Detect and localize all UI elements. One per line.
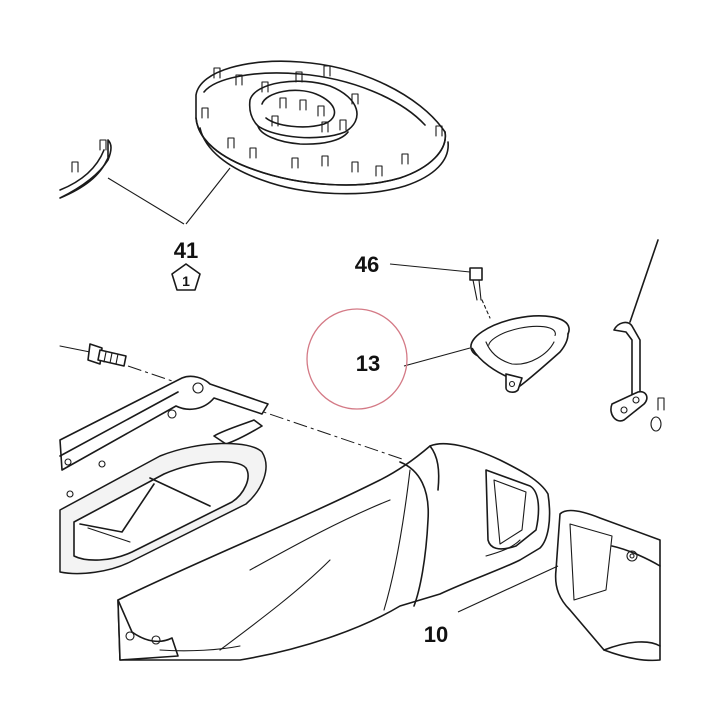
part-10-base-housing (117, 442, 551, 661)
leader-41-a (107, 177, 185, 225)
bolt-left (59, 343, 127, 367)
pentagon-badge-icon (171, 263, 201, 291)
callout-13: 13 (356, 351, 380, 376)
plate-fragment-left (59, 139, 112, 199)
callout-46: 46 (355, 252, 379, 277)
right-bracket-strap (610, 239, 665, 432)
right-rear-frame (554, 509, 661, 662)
leader-13 (403, 347, 471, 367)
leader-10 (457, 565, 559, 613)
callout-41: 41 (174, 238, 198, 263)
callout-41-sub: 1 (182, 273, 190, 289)
highlight-circle (306, 308, 408, 410)
assembly-axis-line (127, 365, 406, 461)
callout-10: 10 (424, 622, 448, 647)
leader-46 (389, 263, 471, 273)
leader-41-b (185, 167, 231, 225)
left-frame-housing (59, 375, 269, 575)
part-46-screw (469, 267, 491, 319)
part-13-funnel-grommet (470, 315, 570, 393)
part-41-curved-plate (195, 60, 449, 195)
